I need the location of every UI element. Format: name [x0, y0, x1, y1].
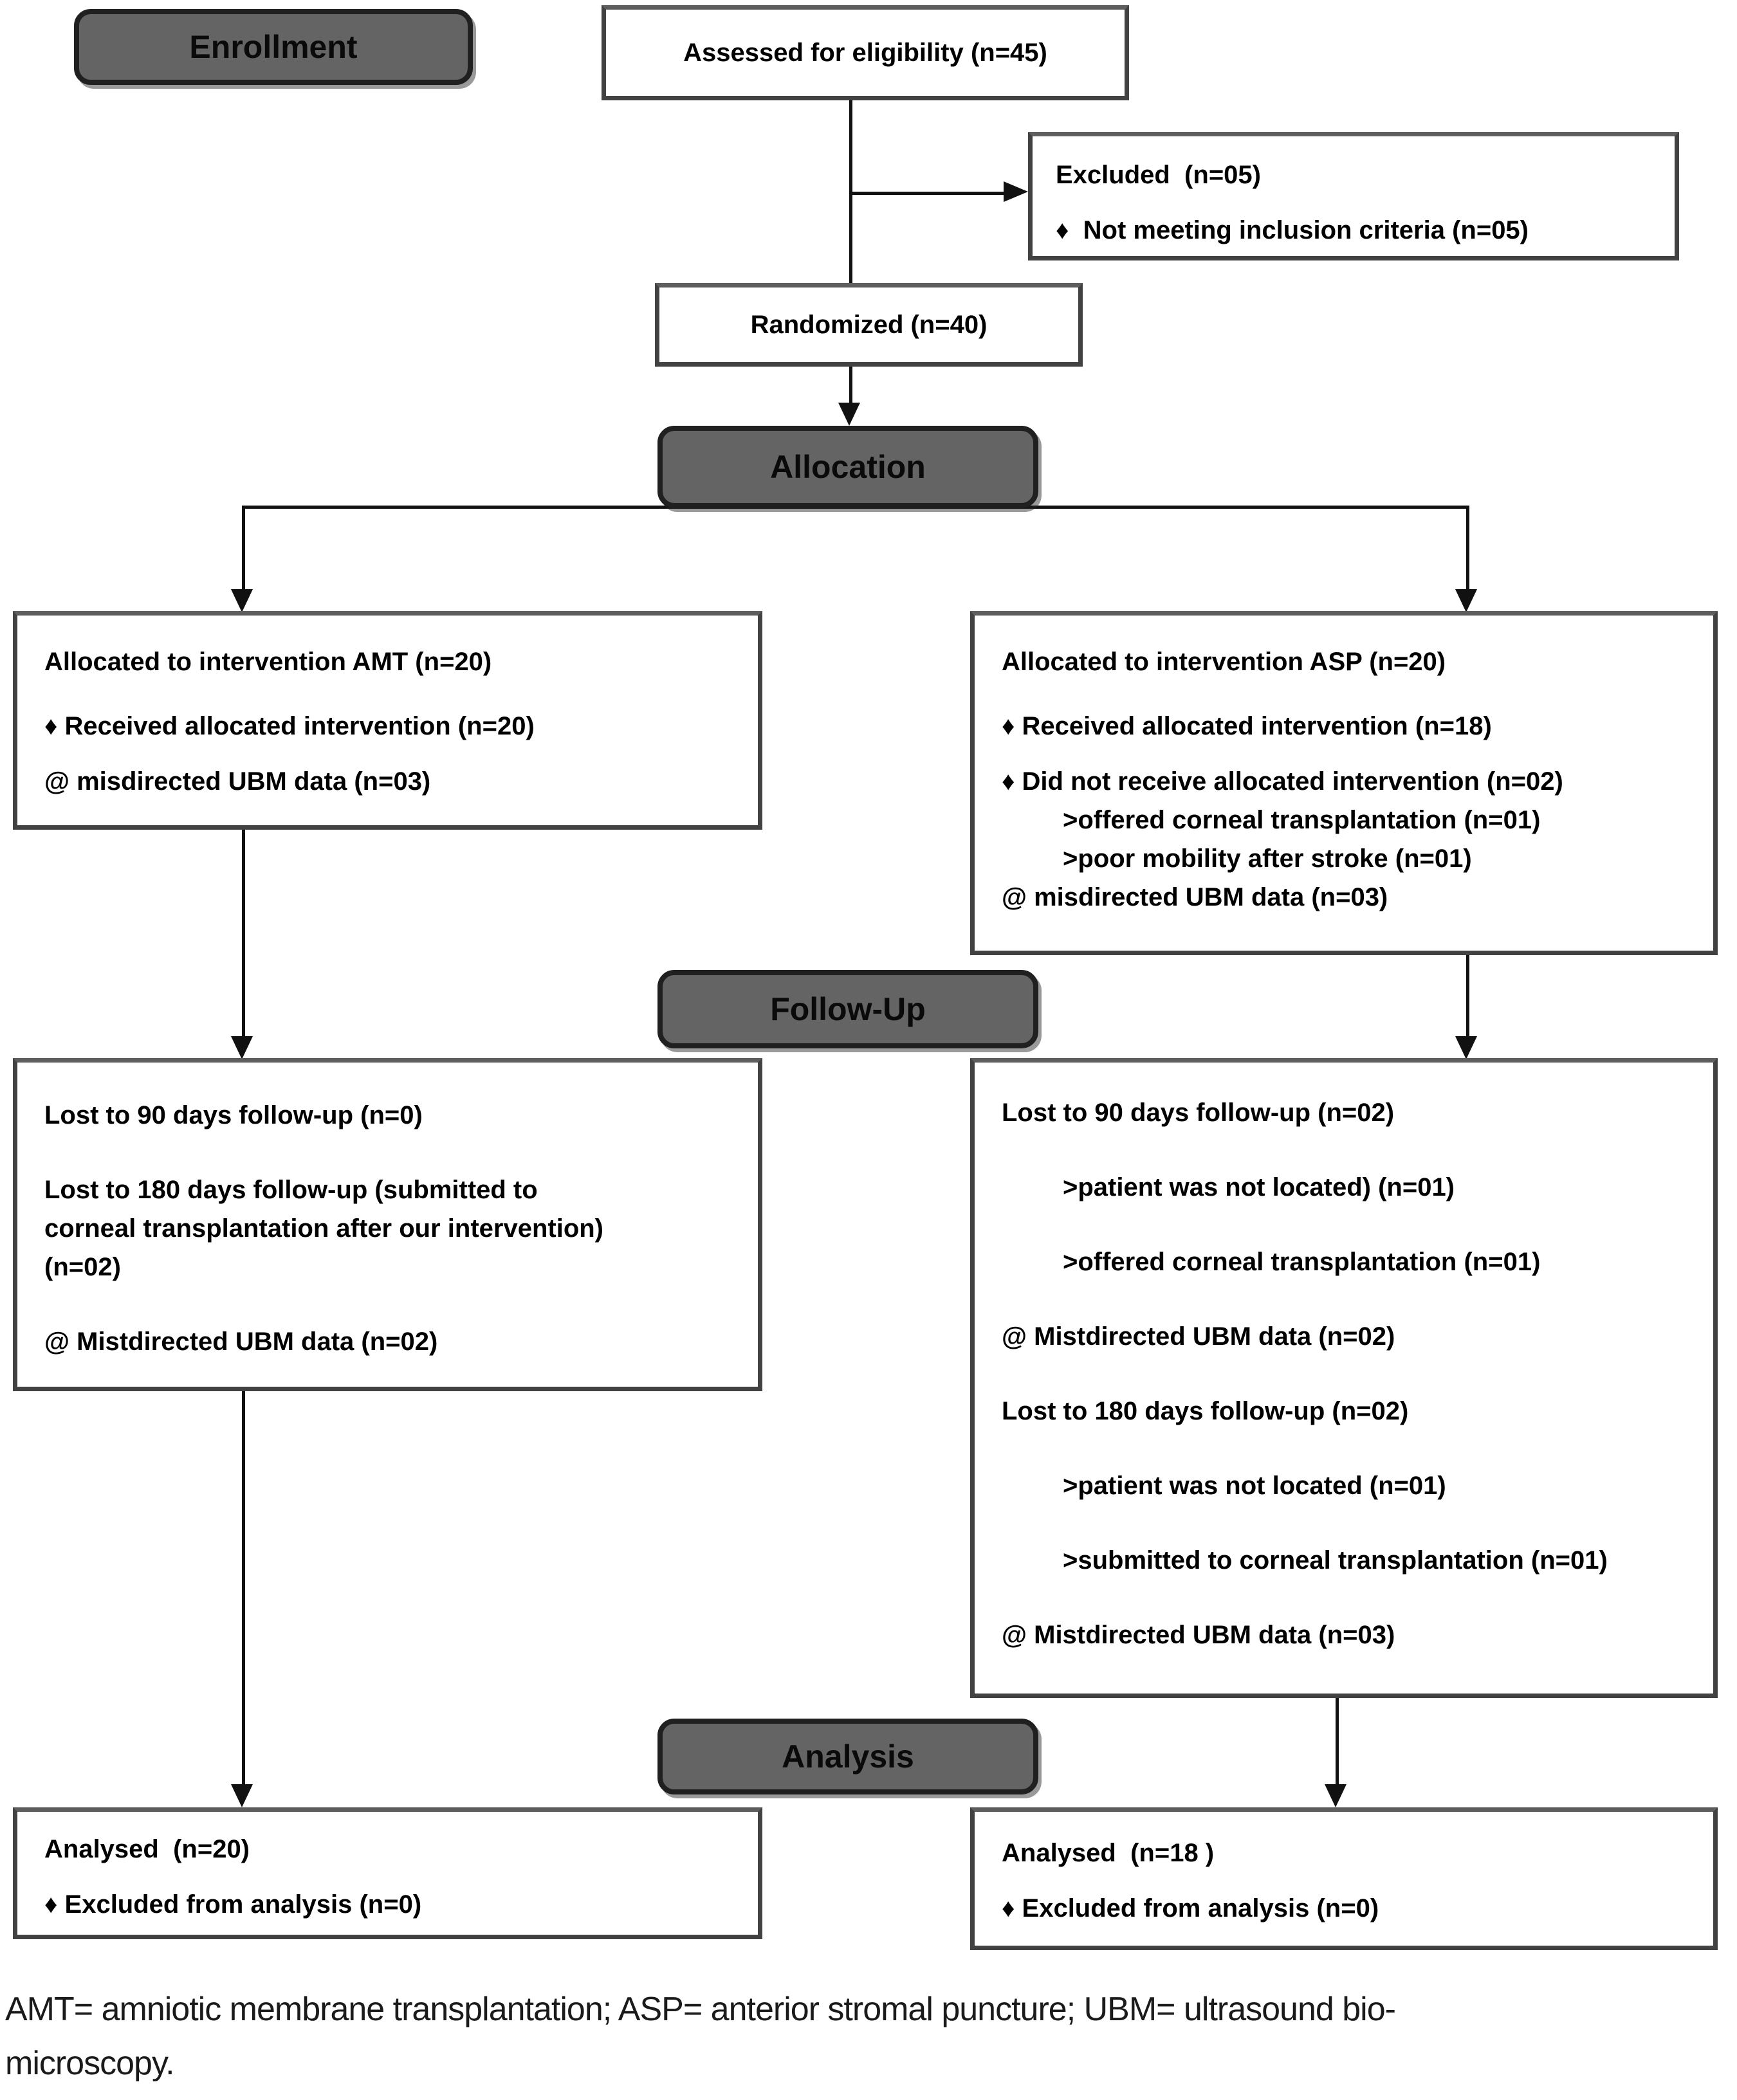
- connector-followup-to-analysis-right: [1336, 1695, 1339, 1785]
- text-line: >patient was not located) (n=01): [1063, 1173, 1455, 1201]
- box-analysed-asp: Analysed (n=18 ) ♦ Excluded from analysi…: [970, 1807, 1718, 1950]
- connector-randomized-to-allocation: [849, 364, 852, 405]
- text-line: @ misdirected UBM data (n=03): [1002, 883, 1388, 911]
- text-line: Lost to 90 days follow-up (n=02): [1002, 1099, 1395, 1127]
- text-line: @ misdirected UBM data (n=03): [44, 767, 431, 796]
- stage-label-allocation: Allocation: [770, 449, 926, 485]
- box-allocated-asp: Allocated to intervention ASP (n=20) ♦ R…: [970, 611, 1718, 955]
- arrowhead-alloc-asp: [1455, 589, 1477, 612]
- box-randomized: Randomized (n=40): [655, 283, 1083, 367]
- text-line: @ Mistdirected UBM data (n=02): [1002, 1322, 1395, 1351]
- arrowhead-analysis-amt: [231, 1784, 253, 1807]
- stage-banner-followup: Follow-Up: [657, 970, 1038, 1048]
- stage-label-analysis: Analysis: [782, 1739, 914, 1775]
- stage-banner-analysis: Analysis: [657, 1719, 1038, 1794]
- text-line: ♦ Excluded from analysis (n=0): [44, 1890, 422, 1919]
- text-line: @ Mistdirected UBM data (n=03): [1002, 1621, 1395, 1649]
- box-followup-asp: Lost to 90 days follow-up (n=02) >patien…: [970, 1058, 1718, 1698]
- box-followup-amt: Lost to 90 days follow-up (n=0) Lost to …: [13, 1058, 762, 1391]
- connector-branch-right: [1466, 506, 1469, 590]
- connector-branch-left: [242, 506, 245, 590]
- text-line: Analysed (n=18 ): [1002, 1839, 1215, 1867]
- text-line: Lost to 90 days follow-up (n=0): [44, 1101, 423, 1129]
- text-line: Lost to 180 days follow-up (n=02): [1002, 1397, 1409, 1425]
- text-line: Assessed for eligibility (n=45): [683, 39, 1047, 67]
- connector-assessed-to-randomized: [849, 98, 852, 283]
- arrowhead-analysis-asp: [1325, 1784, 1346, 1807]
- stage-banner-allocation: Allocation: [657, 426, 1038, 508]
- text-line: ♦ Received allocated intervention (n=18): [1002, 712, 1492, 740]
- stage-banner-enrollment: Enrollment: [74, 9, 473, 85]
- text-line: >offered corneal transplantation (n=01): [1063, 806, 1541, 834]
- connector-to-excluded: [850, 192, 1005, 195]
- text-line: Allocated to intervention ASP (n=20): [1002, 648, 1446, 676]
- arrowhead-followup-asp: [1455, 1036, 1477, 1059]
- stage-label-enrollment: Enrollment: [189, 29, 358, 65]
- arrowhead-followup-amt: [231, 1036, 253, 1059]
- box-excluded: Excluded (n=05) ♦ Not meeting inclusion …: [1028, 132, 1679, 260]
- text-line: >offered corneal transplantation (n=01): [1063, 1248, 1541, 1276]
- arrowhead-excluded: [1004, 181, 1028, 202]
- caption-line-1: AMT= amniotic membrane transplantation; …: [5, 1991, 1396, 2028]
- connector-alloc-to-followup-left: [242, 827, 245, 1037]
- box-assessed: Assessed for eligibility (n=45): [602, 5, 1129, 100]
- text-line: Lost to 180 days follow-up (submitted to…: [44, 1176, 604, 1281]
- box-allocated-amt: Allocated to intervention AMT (n=20) ♦ R…: [13, 611, 762, 830]
- text-line: >poor mobility after stroke (n=01): [1063, 845, 1472, 873]
- text-line: ♦ Excluded from analysis (n=0): [1002, 1894, 1379, 1922]
- connector-alloc-to-followup-right: [1466, 953, 1469, 1037]
- text-line: ♦ Received allocated intervention (n=20): [44, 712, 535, 740]
- text-line: Excluded (n=05): [1056, 161, 1261, 189]
- connector-followup-to-analysis-left: [242, 1389, 245, 1785]
- text-line: ♦ Not meeting inclusion criteria (n=05): [1056, 216, 1529, 244]
- caption-line-2: microscopy.: [5, 2045, 175, 2082]
- box-analysed-amt: Analysed (n=20) ♦ Excluded from analysis…: [13, 1807, 762, 1939]
- text-line: >submitted to corneal transplantation (n…: [1063, 1546, 1608, 1575]
- text-line: Analysed (n=20): [44, 1835, 250, 1863]
- text-line: Randomized (n=40): [750, 311, 988, 339]
- text-line: ♦ Did not receive allocated intervention…: [1002, 767, 1563, 796]
- text-line: Allocated to intervention AMT (n=20): [44, 648, 492, 676]
- stage-label-followup: Follow-Up: [770, 991, 926, 1027]
- figure-caption: AMT= amniotic membrane transplantation; …: [5, 1982, 1736, 2090]
- arrowhead-allocation: [838, 403, 860, 426]
- text-line: @ Mistdirected UBM data (n=02): [44, 1328, 438, 1356]
- text-line: >patient was not located (n=01): [1063, 1472, 1446, 1500]
- arrowhead-alloc-amt: [231, 589, 253, 612]
